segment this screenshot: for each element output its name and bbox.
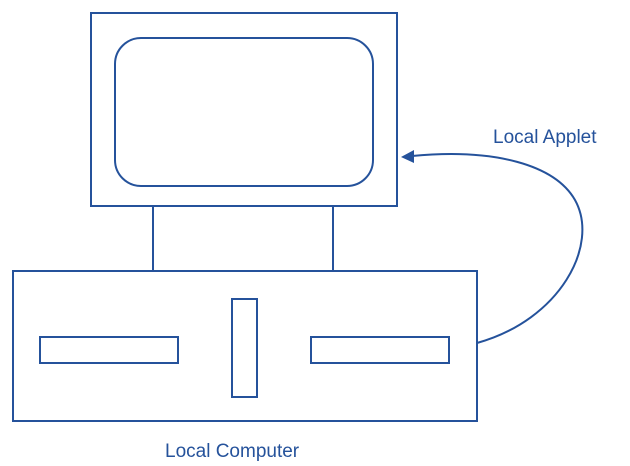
monitor-frame: [90, 12, 398, 207]
local-computer-label: Local Computer: [165, 441, 300, 462]
computer-base: [12, 270, 478, 422]
local-applet-label: Local Applet: [493, 127, 597, 148]
base-unit: [12, 270, 478, 422]
monitor: [90, 12, 398, 207]
left-drive-slot: [39, 336, 179, 364]
applet-load-arrow: [401, 150, 584, 344]
applet-arrow-curve: [411, 153, 584, 344]
arrow-head-icon: [401, 150, 414, 163]
monitor-stand: [152, 206, 334, 271]
right-drive-slot: [310, 336, 450, 364]
monitor-screen: [114, 37, 374, 187]
center-vertical-slot: [231, 298, 258, 398]
